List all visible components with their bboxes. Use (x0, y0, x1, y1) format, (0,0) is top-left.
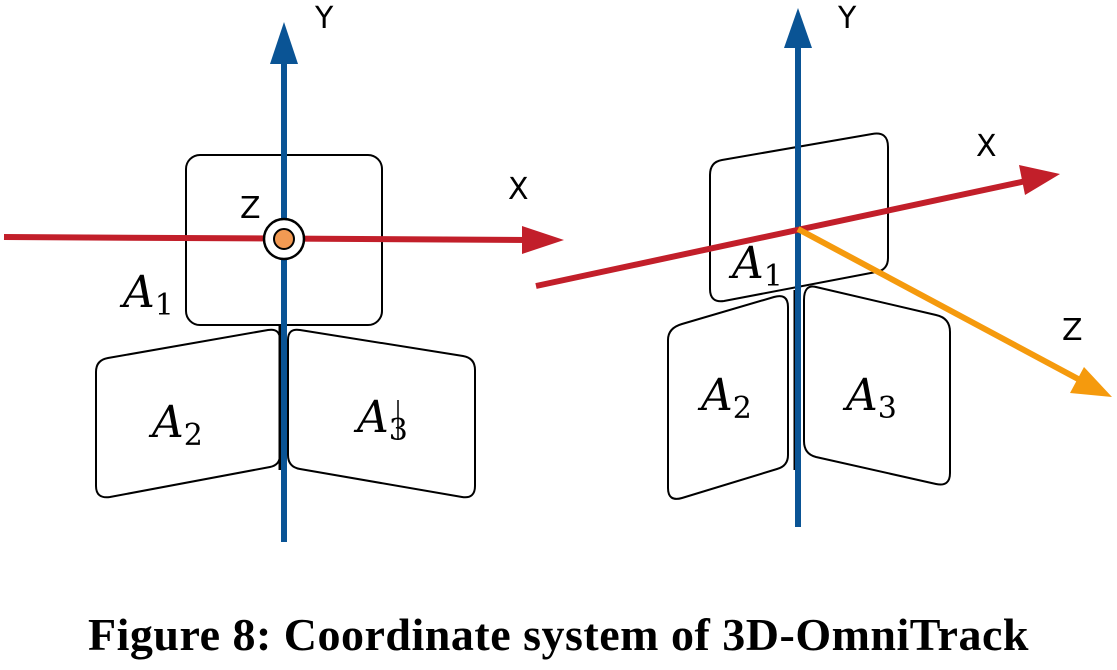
right-label-a1: A1 (728, 238, 783, 294)
left-y-label: Y (314, 1, 334, 36)
left-z-marker-dot (273, 228, 295, 250)
right-x-arrowhead (1019, 165, 1060, 195)
left-y-arrowhead (270, 22, 298, 64)
left-label-a2: A2 (148, 397, 203, 453)
right-y-arrowhead (784, 8, 812, 48)
left-panel-a2 (95, 328, 281, 499)
left-x-label: X (508, 172, 529, 207)
right-y-label: Y (837, 1, 857, 36)
right-view: Y X Z A1 A2 A3 (535, 1, 1112, 527)
right-z-label: Z (1062, 313, 1083, 348)
right-panel-a2 (667, 295, 789, 500)
left-view: Y X Z A1 A2 A3 (3, 1, 564, 542)
left-x-arrowhead (522, 226, 564, 254)
right-x-axis (535, 178, 1027, 289)
left-z-label: Z (240, 191, 261, 226)
right-label-a2: A2 (697, 370, 752, 426)
left-panel-a3 (287, 328, 476, 499)
figure-caption: Figure 8: Coordinate system of 3D-OmniTr… (88, 609, 1029, 660)
right-x-label: X (976, 129, 997, 164)
coordinate-diagram: Y X Z A1 A2 A3 Y X Z A1 A2 A3 (3, 1, 1112, 542)
right-label-a3: A3 (842, 370, 897, 426)
right-panel-a3 (803, 285, 951, 486)
right-z-arrowhead (1070, 367, 1112, 397)
left-label-a1: A1 (119, 267, 174, 323)
right-z-axis (796, 226, 1082, 383)
